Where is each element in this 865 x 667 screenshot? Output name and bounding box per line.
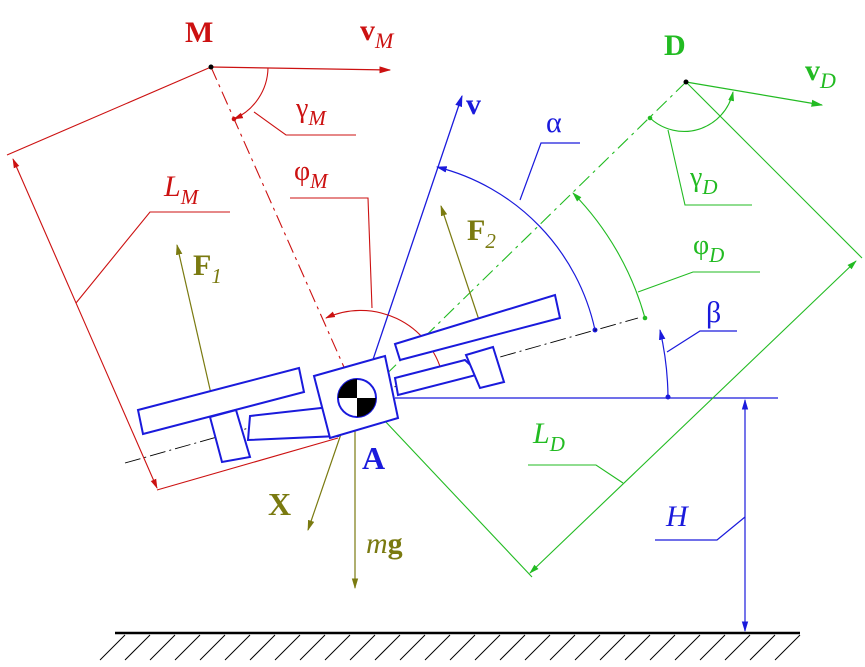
d-geometry — [363, 81, 863, 578]
d-point — [683, 79, 689, 85]
label-mg: mg — [366, 527, 403, 560]
velocity-vector — [359, 94, 463, 399]
label-gamma-m: γM — [295, 93, 327, 130]
m-point — [208, 64, 214, 70]
label-a: A — [362, 440, 385, 476]
drone-body — [136, 293, 562, 464]
alpha-arc — [435, 142, 598, 333]
label-f1: F1 — [193, 249, 222, 288]
label-phi-d: φD — [693, 230, 724, 267]
label-l-m: LM — [163, 170, 200, 209]
center-of-mass-symbol — [337, 378, 377, 418]
label-vd: vD — [805, 54, 836, 93]
label-gamma-d: γD — [689, 162, 718, 199]
label-h: H — [665, 500, 690, 533]
label-alpha: α — [546, 106, 562, 139]
label-v: v — [466, 88, 481, 121]
label-vm: vM — [360, 14, 395, 53]
label-l-d: LD — [532, 417, 565, 456]
label-phi-m: φM — [294, 156, 329, 193]
beta-arc — [659, 328, 737, 400]
label-d: D — [664, 29, 686, 62]
label-x: X — [268, 486, 291, 522]
ground — [99, 631, 801, 661]
label-f2: F2 — [467, 214, 496, 253]
label-beta: β — [706, 296, 721, 329]
label-m: M — [185, 16, 213, 49]
m-geometry — [6, 66, 445, 491]
